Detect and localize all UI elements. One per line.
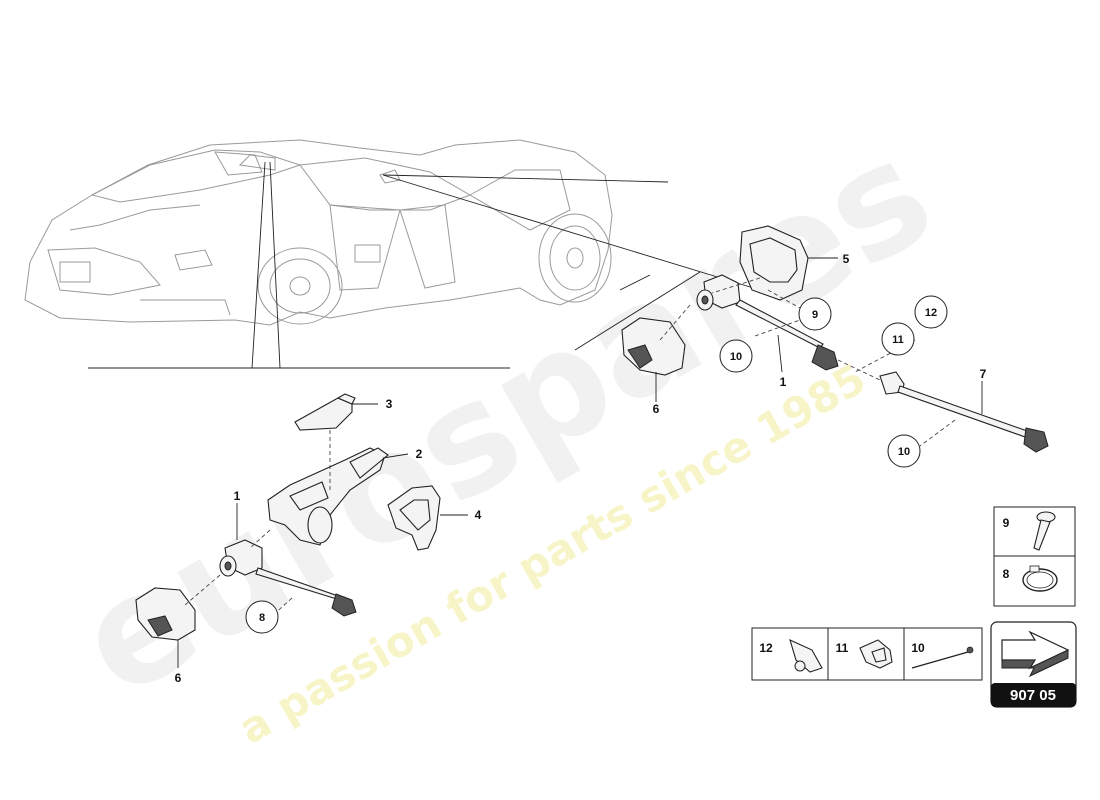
part-1-sensor-upper (696, 274, 839, 373)
part-6-cover-upper (621, 317, 686, 402)
circled-ref-11: 11 (881, 322, 915, 356)
reference-code: 907 05 (1010, 687, 1056, 704)
callout-1-upper: 1 (780, 375, 787, 389)
legend-number-12: 12 (759, 641, 773, 655)
svg-text:8: 8 (259, 612, 265, 624)
callout-labels: 5 1 6 7 3 2 4 1 6 (175, 252, 987, 685)
legend-box-right: 9 8 (993, 506, 1076, 607)
svg-text:12: 12 (925, 307, 937, 319)
part-1-sensor-lower (219, 503, 357, 617)
part-3-bracket (294, 393, 378, 431)
part-6-cover-lower (135, 587, 196, 668)
callout-7: 7 (980, 367, 987, 381)
part-2-mount (267, 447, 409, 546)
svg-text:10: 10 (898, 446, 910, 458)
legend-box-bottom: 12 11 10 (751, 627, 983, 681)
circled-ref-12: 12 (914, 295, 948, 329)
callout-6-upper: 6 (653, 402, 660, 416)
svg-text:11: 11 (892, 334, 904, 346)
bracket-icon (859, 639, 893, 669)
callout-2: 2 (416, 447, 423, 461)
callout-5: 5 (843, 252, 850, 266)
callout-3: 3 (386, 397, 393, 411)
legend-number-10: 10 (911, 641, 925, 655)
hose-clamp-icon (1022, 565, 1058, 592)
circled-ref-8: 8 (245, 600, 279, 634)
circled-references: 9 10 11 12 10 8 (245, 295, 948, 634)
car-outline-illustration (24, 139, 613, 326)
clip-icon (789, 638, 823, 673)
legend-number-8: 8 (1003, 567, 1010, 581)
arrow-icon (1001, 630, 1070, 678)
callout-4: 4 (475, 508, 482, 522)
callout-6-lower: 6 (175, 671, 182, 685)
circled-ref-10-lower: 10 (887, 434, 921, 468)
part-7-extension-cable (879, 371, 1049, 453)
reference-badge: 907 05 (990, 621, 1077, 708)
svg-text:9: 9 (812, 309, 818, 321)
circled-ref-10-upper: 10 (719, 339, 753, 373)
assembly-lines-upper (659, 277, 956, 447)
detail-leader-lines (88, 161, 761, 369)
part-4-bracket (387, 485, 468, 551)
legend-number-11: 11 (836, 641, 849, 655)
legend-number-9: 9 (1003, 516, 1010, 530)
circled-ref-9: 9 (798, 297, 832, 331)
svg-text:10: 10 (730, 351, 742, 363)
part-5-sensor-cover (739, 225, 838, 301)
callout-1-lower: 1 (234, 489, 241, 503)
screw-icon (1033, 511, 1056, 551)
cable-tie-icon (911, 646, 974, 669)
